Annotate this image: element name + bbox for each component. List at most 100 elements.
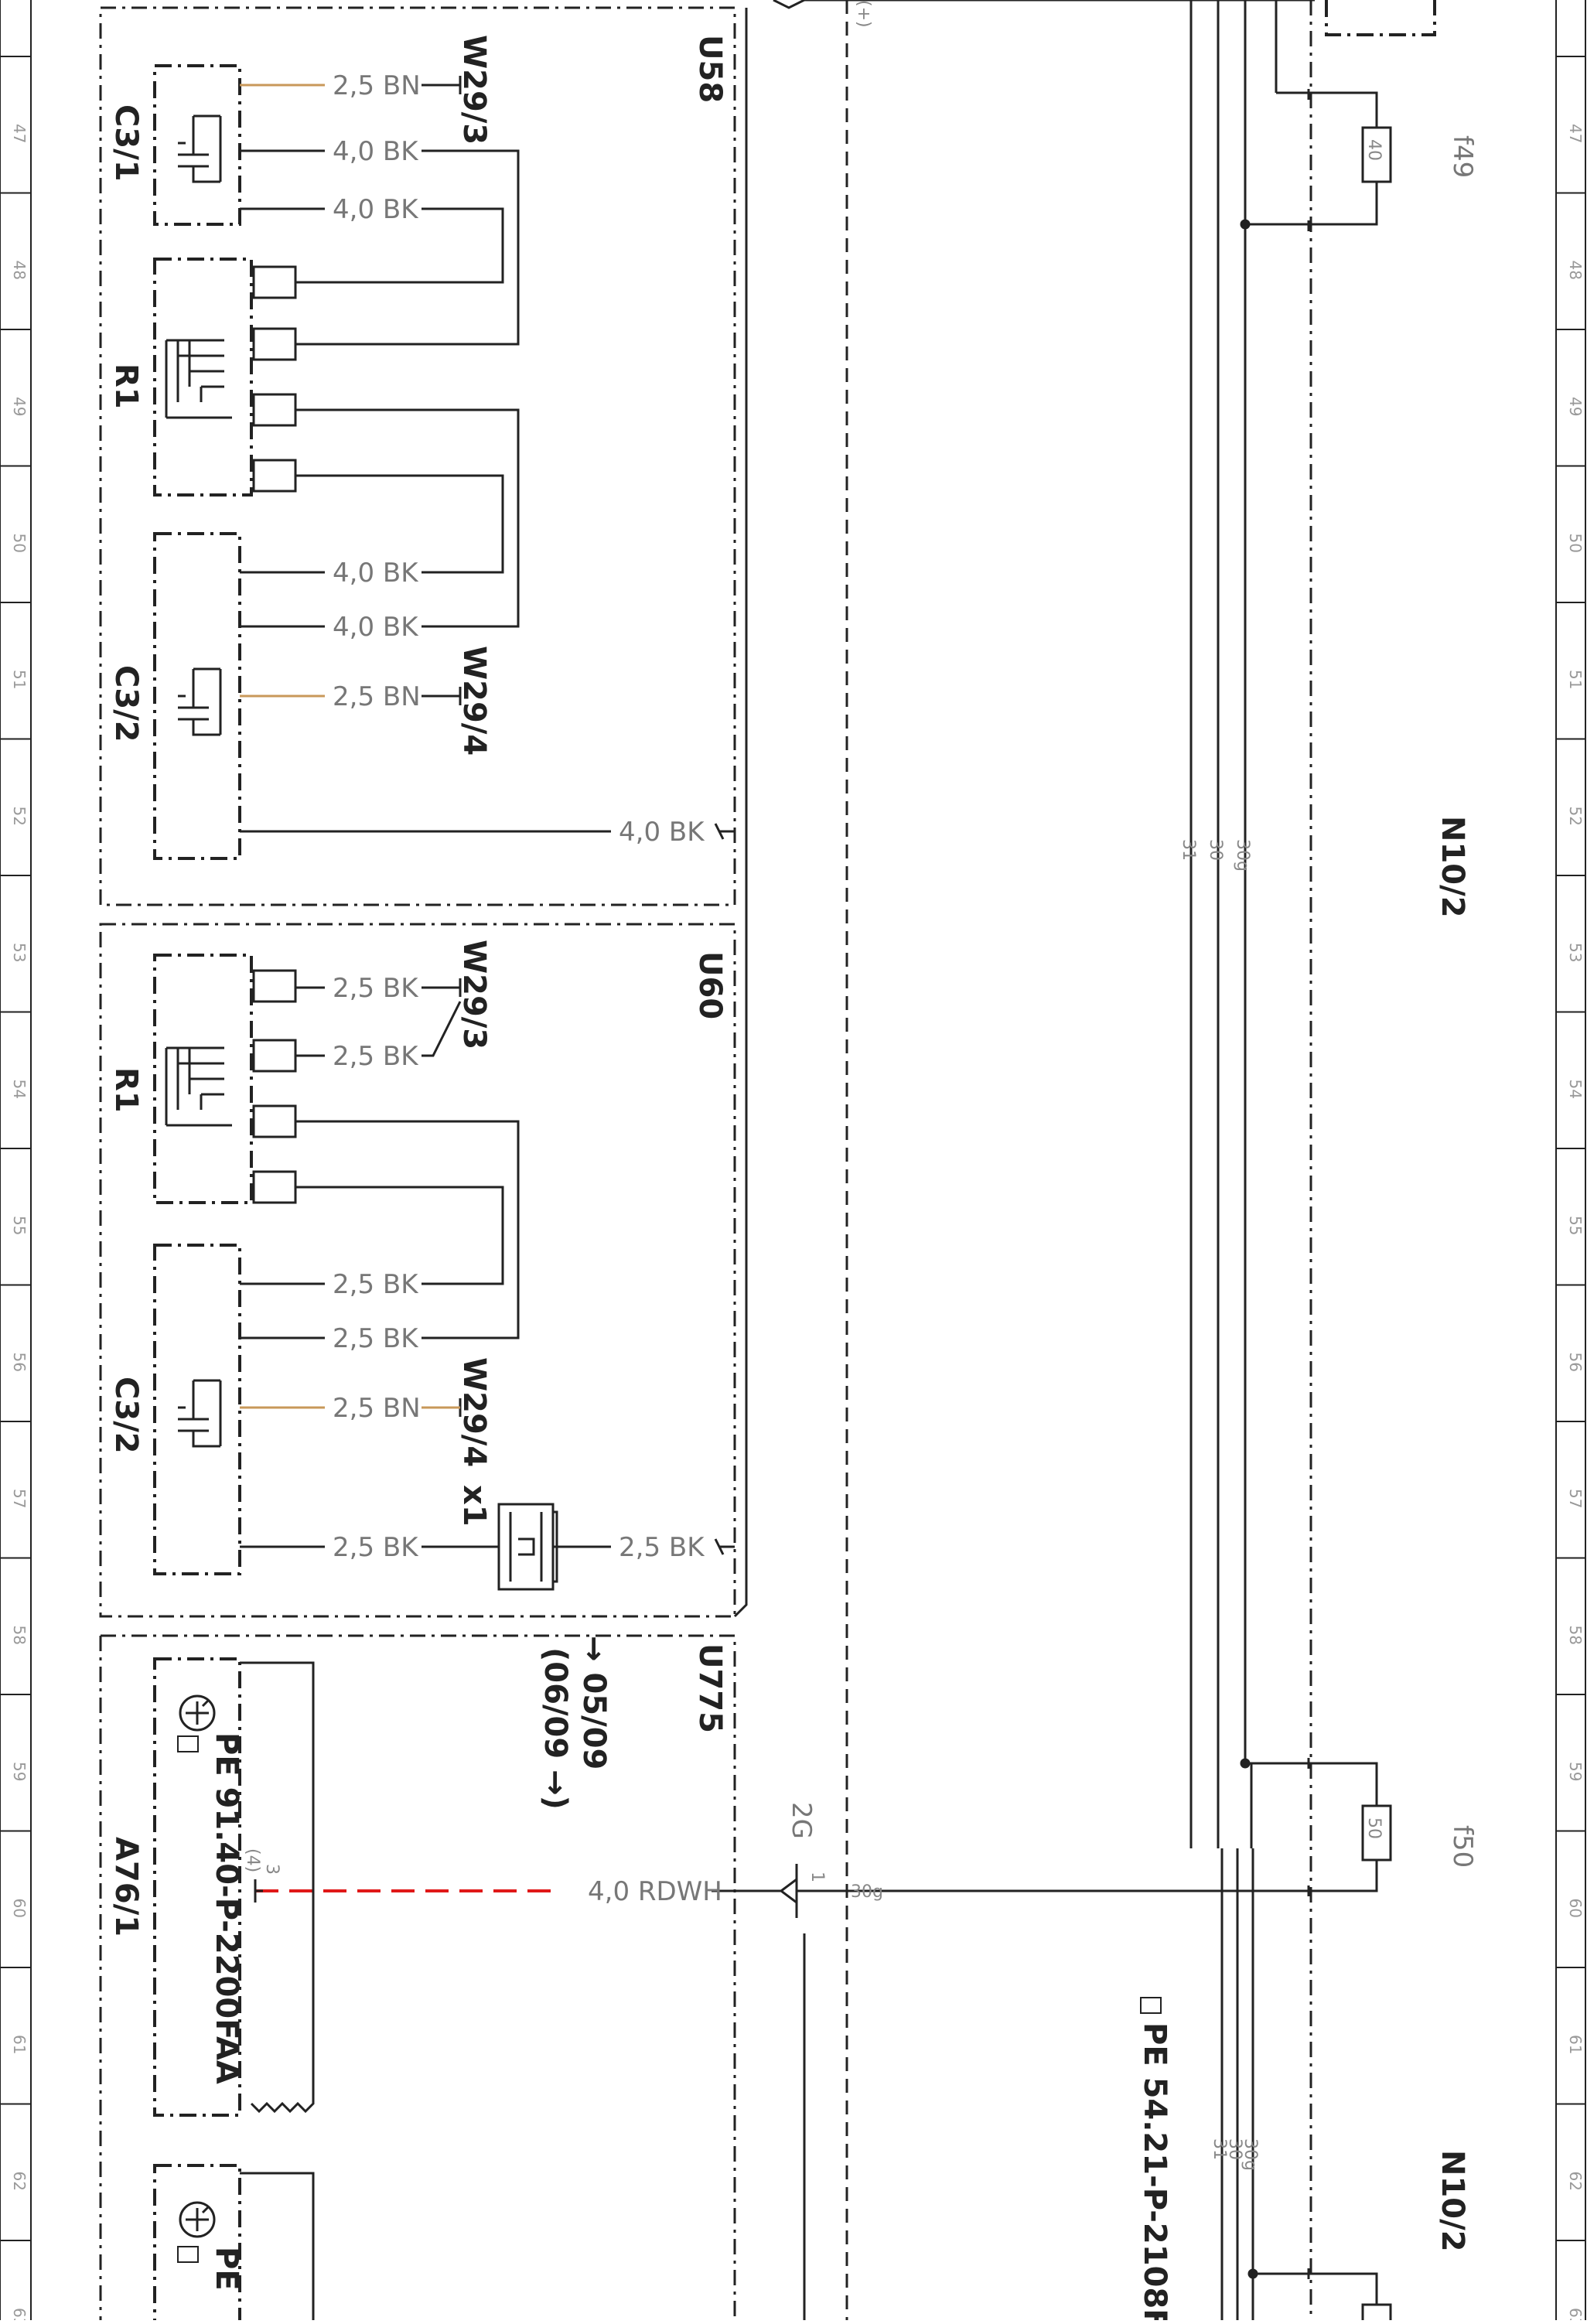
date-range-until: → 05/09 xyxy=(576,1636,612,1769)
ruler-number: 52 xyxy=(10,807,29,826)
module-frame-u60 xyxy=(99,923,736,1618)
f50-junction-dot xyxy=(1240,1758,1251,1769)
ruler-number: 54 xyxy=(10,1080,29,1099)
u58-black-wires xyxy=(240,84,735,833)
lower-fuse-body xyxy=(1361,2303,1392,2324)
ruler-number: 63 xyxy=(10,2308,29,2320)
f49-top-lead xyxy=(1276,91,1378,128)
ruler-number: 62 xyxy=(10,2172,29,2191)
lower-component-box xyxy=(153,2164,241,2324)
r1-bottom-box xyxy=(153,954,253,1204)
left-ruler-frame xyxy=(0,0,32,2320)
terminal-30g-top: 30g xyxy=(1233,839,1252,872)
a76-1-box xyxy=(153,1657,241,2117)
resistor-r1-bottom-symbol xyxy=(165,1046,232,1127)
resistor-r1-top-symbol xyxy=(165,339,232,419)
component-label-r1-bottom: R1 xyxy=(108,1067,144,1113)
ruler-number: 59 xyxy=(1566,1762,1585,1781)
wire-label-u60-bn: 2,5 BN xyxy=(333,1393,421,1424)
c3-2-bottom-box xyxy=(153,1244,241,1575)
module-frame-u58 xyxy=(99,6,736,906)
wire-label-u60-bk2: 2,5 BK xyxy=(333,1041,419,1072)
u58-brown-wires xyxy=(240,84,325,698)
ruler-number: 50 xyxy=(1566,534,1585,553)
a76-1-pin xyxy=(254,1879,263,1903)
ruler-number: 49 xyxy=(1566,397,1585,416)
ruler-number: 57 xyxy=(10,1489,29,1508)
ruler-number: 56 xyxy=(1566,1353,1585,1372)
ruler-number: 58 xyxy=(1566,1626,1585,1645)
wire-label-u60-bk1: 2,5 BK xyxy=(333,973,419,1004)
a76-pin-4: (4) xyxy=(243,1848,262,1872)
ruler-number: 55 xyxy=(1566,1216,1585,1235)
ruler-number: 48 xyxy=(1566,261,1585,280)
wire-label-u775-rdwh: 4,0 RDWH xyxy=(588,1876,722,1907)
ground-label-w29-4-bottom: W29/4 xyxy=(456,1357,492,1467)
wire-label-u58-bk2: 4,0 BK xyxy=(333,194,419,225)
ruler-number: 49 xyxy=(10,397,29,416)
reference-book-icons xyxy=(177,1735,1162,2263)
connector-label-x1: x1 xyxy=(456,1485,492,1527)
ruler-number: 47 xyxy=(1566,124,1585,143)
module-label-u60: U60 xyxy=(692,951,728,1019)
ruler-number: 60 xyxy=(10,1899,29,1918)
connector-pin-1: 1 xyxy=(807,1872,827,1882)
module-label-u775: U775 xyxy=(692,1643,728,1733)
ruler-number: 60 xyxy=(1566,1899,1585,1918)
terminal-pin-30g: 30g xyxy=(851,1882,883,1902)
reference-n10-2: PE 54.21-P-2108F xyxy=(1137,2022,1172,2320)
ruler-number: 62 xyxy=(1566,2172,1585,2191)
a76-pin-3: 3 xyxy=(262,1864,282,1875)
r1-sockets xyxy=(252,265,297,1204)
reference-a76-1: PE 91.40-P-2200FAA xyxy=(209,1732,244,2084)
ruler-number: 51 xyxy=(10,670,29,689)
f50-top-lead xyxy=(1245,1762,1378,1806)
component-label-r1-top: R1 xyxy=(108,363,144,409)
wire-label-u60-bk6: 2,5 BK xyxy=(619,1532,705,1563)
component-label-a76-1: A76/1 xyxy=(108,1837,144,1937)
ruler-number: 61 xyxy=(10,2035,29,2054)
ruler-number: 54 xyxy=(1566,1080,1585,1099)
ground-label-w29-3-top: W29/3 xyxy=(456,35,492,145)
wire-label-u60-bk4: 2,5 BK xyxy=(333,1323,419,1354)
terminal-30-top: 30 xyxy=(1206,839,1225,861)
ruler-number: 51 xyxy=(1566,670,1585,689)
wire-label-u58-bn1: 2,5 BN xyxy=(333,70,421,101)
ruler-number: 56 xyxy=(10,1353,29,1372)
ruler-number: 61 xyxy=(1566,2035,1585,2054)
right-ruler-frame xyxy=(1555,0,1586,2320)
terminal-plus: (+) xyxy=(854,0,873,28)
u775-black-wires xyxy=(240,0,847,2320)
terminal-31-bottom: 31 xyxy=(1210,2138,1229,2160)
terminal-31-top: 31 xyxy=(1179,839,1198,861)
wire-label-u58-bk3: 4,0 BK xyxy=(333,558,419,589)
capacitor-c3-2-top-symbol xyxy=(178,667,222,736)
ruler-number: 52 xyxy=(1566,807,1585,826)
ruler-number: 59 xyxy=(10,1762,29,1781)
component-label-c3-2-bottom: C3/2 xyxy=(108,1377,144,1454)
f50-bottom-lead xyxy=(847,1860,1378,1892)
wire-label-u58-bk4: 4,0 BK xyxy=(333,612,419,643)
capacitor-c3-1-symbol xyxy=(178,114,222,183)
module-frame-u775 xyxy=(99,1634,736,2320)
fuse-rating-40: 40 xyxy=(1364,139,1384,161)
ruler-number: 50 xyxy=(10,534,29,553)
wire-break-marks xyxy=(714,823,731,1555)
f49-bottom-lead xyxy=(1245,182,1378,226)
r1-top-box xyxy=(153,258,253,497)
wire-label-u60-bk5: 2,5 BK xyxy=(333,1532,419,1563)
frame-connector-line xyxy=(733,8,748,1618)
component-label-n10-2-top: N10/2 xyxy=(1435,816,1470,918)
sensor-a76-1-symbol xyxy=(179,1694,216,1732)
date-range-from: (06/09 →) xyxy=(538,1647,573,1810)
fuse-f49-body xyxy=(1361,126,1392,183)
sensor-lower-symbol xyxy=(179,2201,216,2238)
wire-label-u58-bk5: 4,0 BK xyxy=(619,817,705,848)
top-relay-box xyxy=(1325,0,1436,36)
ruler-number: 58 xyxy=(10,1626,29,1645)
wire-label-u60-bk3: 2,5 BK xyxy=(333,1269,419,1300)
wire-label-u58-bn2: 2,5 BN xyxy=(333,681,421,712)
